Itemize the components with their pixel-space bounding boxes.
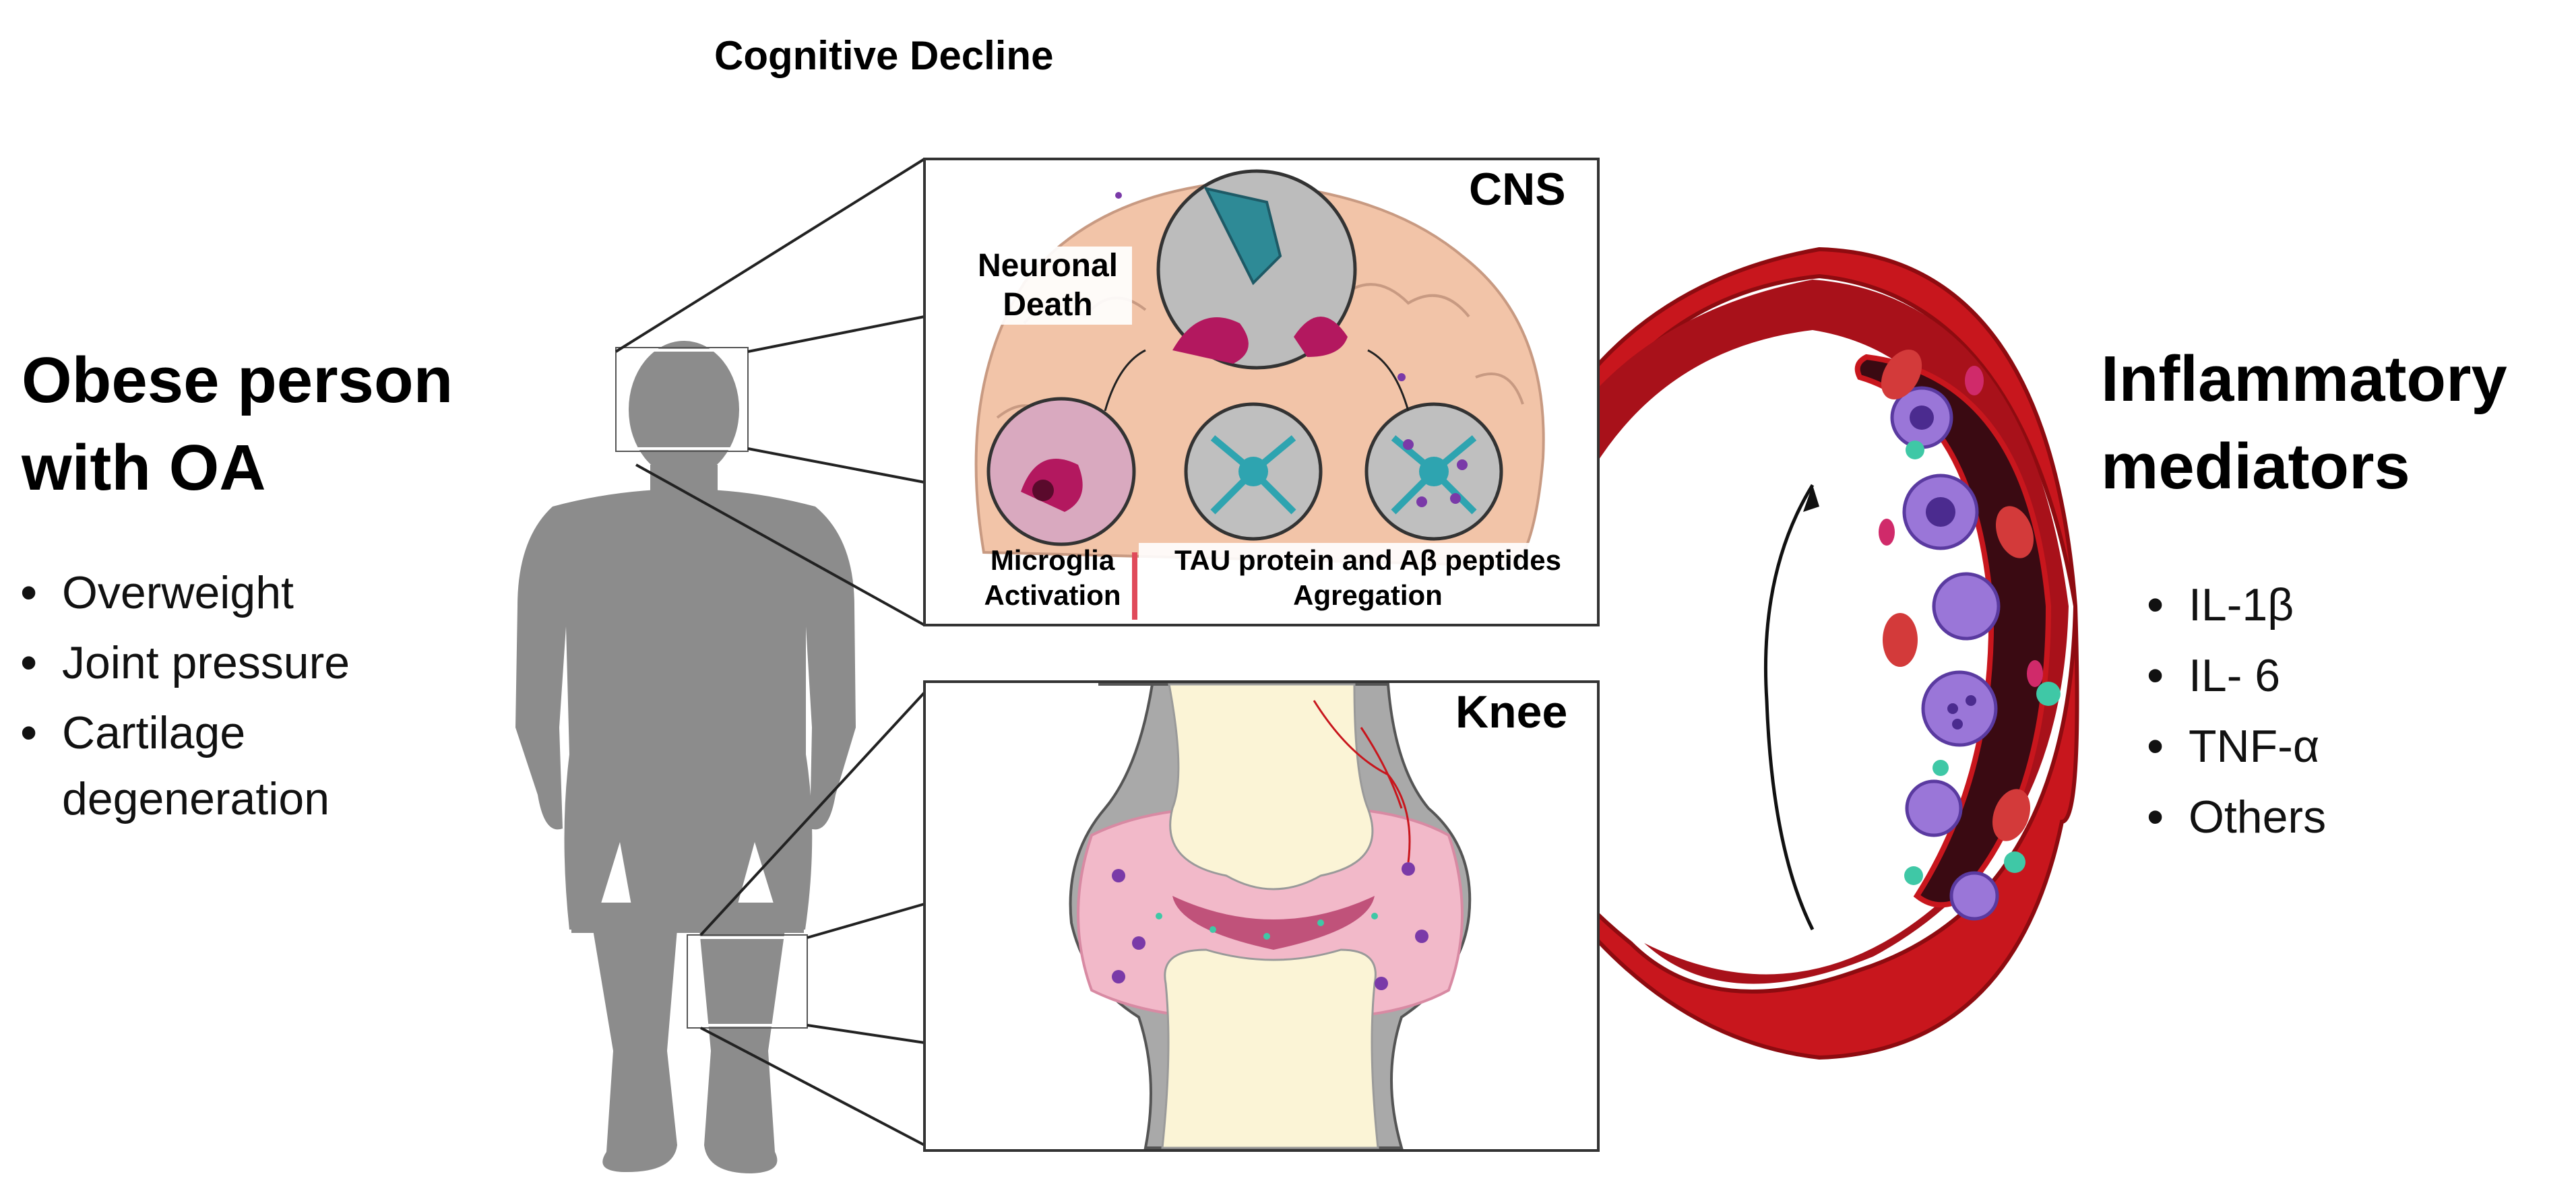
right-bullet-list: IL-1β IL- 6 TNF-α Others	[2147, 570, 2326, 853]
obese-person-silhouette-icon	[515, 341, 856, 1173]
right-bullet-item: TNF-α	[2147, 711, 2326, 782]
microglia-activation-label: Microglia Activation	[968, 543, 1137, 613]
right-bullet-item: IL- 6	[2147, 641, 2326, 711]
right-title-line2: mediators	[2101, 430, 2410, 503]
cognitive-decline-label: Cognitive Decline	[714, 33, 1054, 78]
tau-line2: Agregation	[1293, 579, 1443, 611]
left-bullet-item: Joint pressure	[20, 628, 350, 698]
left-title: Obese person with OA	[22, 337, 453, 512]
left-bullet-item: Cartilage degeneration	[20, 698, 350, 830]
neuronal-death-line2: Death	[1003, 287, 1093, 323]
knee-zoom-box	[689, 936, 806, 1027]
femur-icon	[1168, 683, 1374, 890]
left-bullet-item: Overweight	[20, 558, 350, 628]
left-bullet-list: Overweight Joint pressure Cartilage dege…	[20, 558, 350, 830]
neuronal-death-label: Neuronal Death	[964, 247, 1132, 325]
microglia-line1: Microglia	[990, 544, 1115, 576]
right-bullet-item: Others	[2147, 782, 2326, 853]
knee-panel-label: Knee	[1455, 686, 1568, 738]
right-bullet-item: IL-1β	[2147, 570, 2326, 641]
left-bullet-text-cont: degeneration	[62, 773, 330, 824]
knee-panel	[923, 680, 1600, 1152]
neuronal-death-line1: Neuronal	[977, 248, 1119, 284]
tau-aggregation-label: TAU protein and Aβ peptides Agregation	[1139, 543, 1597, 613]
cns-panel-label: CNS	[1469, 164, 1566, 215]
left-title-line1: Obese person	[22, 344, 453, 416]
tibia-icon	[1161, 948, 1379, 1149]
right-title-line1: Inflammatory	[2101, 343, 2507, 415]
left-title-line2: with OA	[22, 432, 266, 504]
right-title: Inflammatory mediators	[2101, 335, 2507, 511]
tau-line1: TAU protein and Aβ peptides	[1174, 544, 1561, 576]
head-zoom-box-outline	[615, 347, 749, 452]
left-bullet-text: Cartilage	[62, 707, 246, 758]
blood-cells-group	[1879, 350, 2061, 921]
zoom-connector-lines	[615, 158, 926, 1146]
microglia-line2: Activation	[984, 579, 1121, 611]
knee-zoom-box-outline	[687, 934, 808, 1029]
head-zoom-box	[617, 349, 747, 450]
